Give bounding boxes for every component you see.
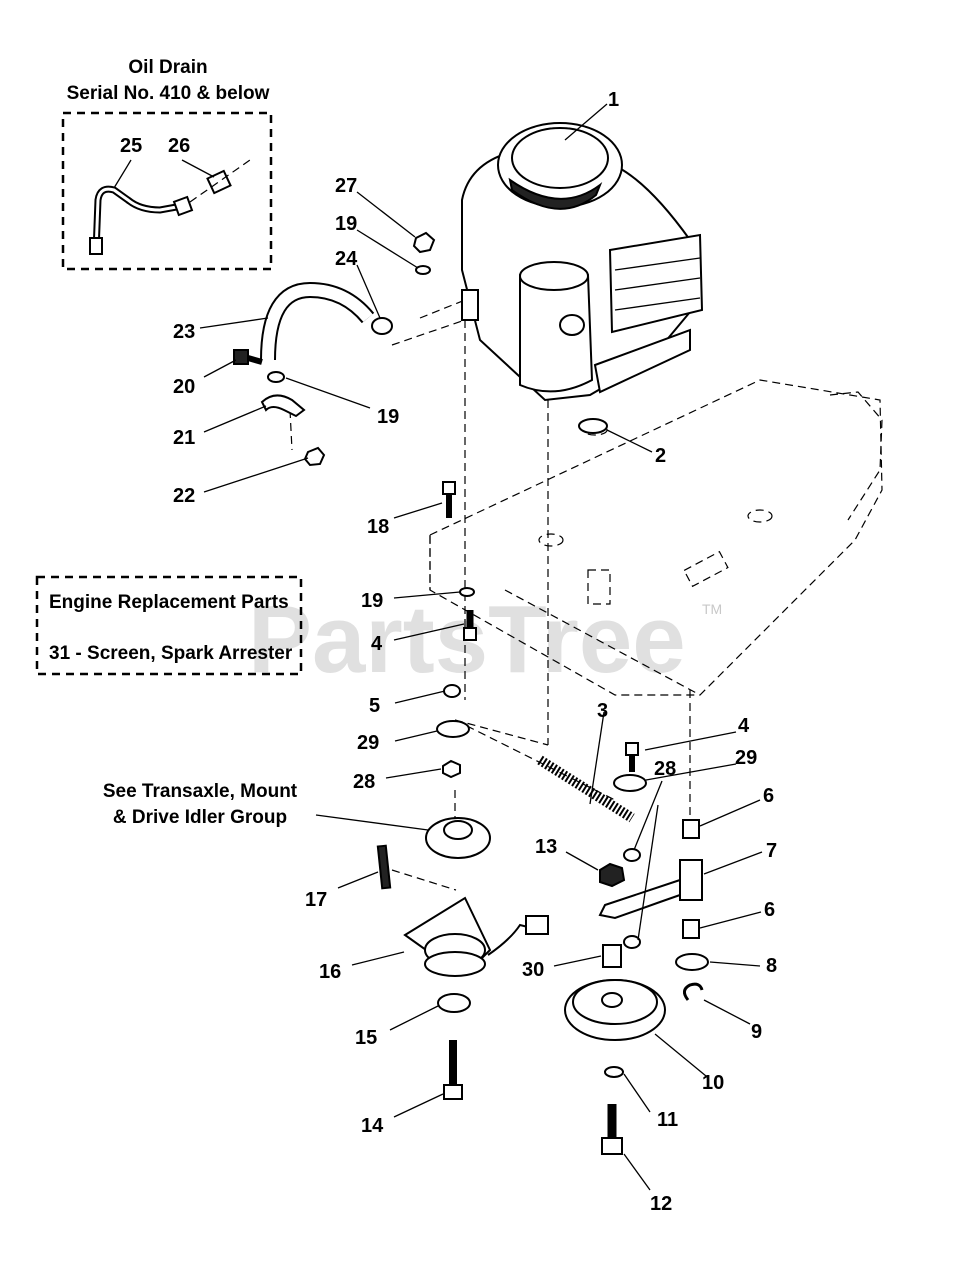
callout-22: 22 xyxy=(173,485,195,507)
callout-21: 21 xyxy=(173,427,195,449)
callout-3: 3 xyxy=(597,700,608,722)
replacement-box-item: 31 - Screen, Spark Arrester xyxy=(49,643,293,664)
callout-12: 12 xyxy=(650,1193,672,1215)
callout-14: 14 xyxy=(361,1115,384,1137)
watermark-trademark: TM xyxy=(702,601,722,617)
drain-valve-part xyxy=(206,169,232,195)
oil-drain-title: Oil Drain xyxy=(128,57,207,78)
callout-25: 25 xyxy=(120,135,142,157)
callout-2: 2 xyxy=(655,445,666,467)
callout-18: 18 xyxy=(367,516,389,538)
callout-30: 30 xyxy=(522,959,544,981)
callout-26: 26 xyxy=(168,135,190,157)
callout-10: 10 xyxy=(702,1072,724,1094)
callout-28-left: 28 xyxy=(353,771,375,793)
callout-19-low: 19 xyxy=(361,590,383,612)
callout-4: 4 xyxy=(371,633,383,655)
callout-7: 7 xyxy=(766,840,777,862)
callout-6-upper: 6 xyxy=(763,785,774,807)
engine xyxy=(461,122,704,402)
callout-16: 16 xyxy=(319,961,341,983)
oil-drain-subtitle: Serial No. 410 & below xyxy=(67,83,270,104)
replacement-box-heading: Engine Replacement Parts xyxy=(49,592,289,613)
callout-19-top: 19 xyxy=(335,213,357,235)
callout-29-right: 29 xyxy=(735,747,757,769)
callout-27: 27 xyxy=(335,175,357,197)
callout-8: 8 xyxy=(766,955,777,977)
leader-lines xyxy=(113,103,763,1191)
callout-24: 24 xyxy=(335,248,358,270)
callout-29-left: 29 xyxy=(357,732,379,754)
hose-clamp xyxy=(371,317,393,335)
replacement-box-frame xyxy=(35,575,303,676)
callout-15: 15 xyxy=(355,1027,377,1049)
callout-17: 17 xyxy=(305,889,327,911)
engine-replacement-box: Engine Replacement Parts 31 - Screen, Sp… xyxy=(35,575,303,676)
oil-drain-box xyxy=(61,111,273,271)
transaxle-note-line2: & Drive Idler Group xyxy=(113,807,287,828)
callout-6-lower: 6 xyxy=(764,899,775,921)
callout-13: 13 xyxy=(535,836,557,858)
callout-19-mid: 19 xyxy=(377,406,399,428)
callout-23: 23 xyxy=(173,321,195,343)
hardware-parts xyxy=(233,231,709,1155)
callout-9: 9 xyxy=(751,1021,762,1043)
callout-20: 20 xyxy=(173,376,195,398)
callout-labels: 1 2 3 4 4 5 6 6 7 8 9 10 11 12 13 14 15 … xyxy=(120,89,777,1215)
callout-11: 11 xyxy=(657,1109,678,1131)
callout-5: 5 xyxy=(369,695,380,717)
callout-28-right: 28 xyxy=(654,758,676,780)
callout-4-right: 4 xyxy=(738,715,750,737)
oil-drain-inset: Oil Drain Serial No. 410 & below xyxy=(61,57,273,271)
callout-1: 1 xyxy=(608,89,619,111)
transaxle-note-line1: See Transaxle, Mount xyxy=(103,781,298,802)
drain-hose-fitting xyxy=(89,237,103,255)
